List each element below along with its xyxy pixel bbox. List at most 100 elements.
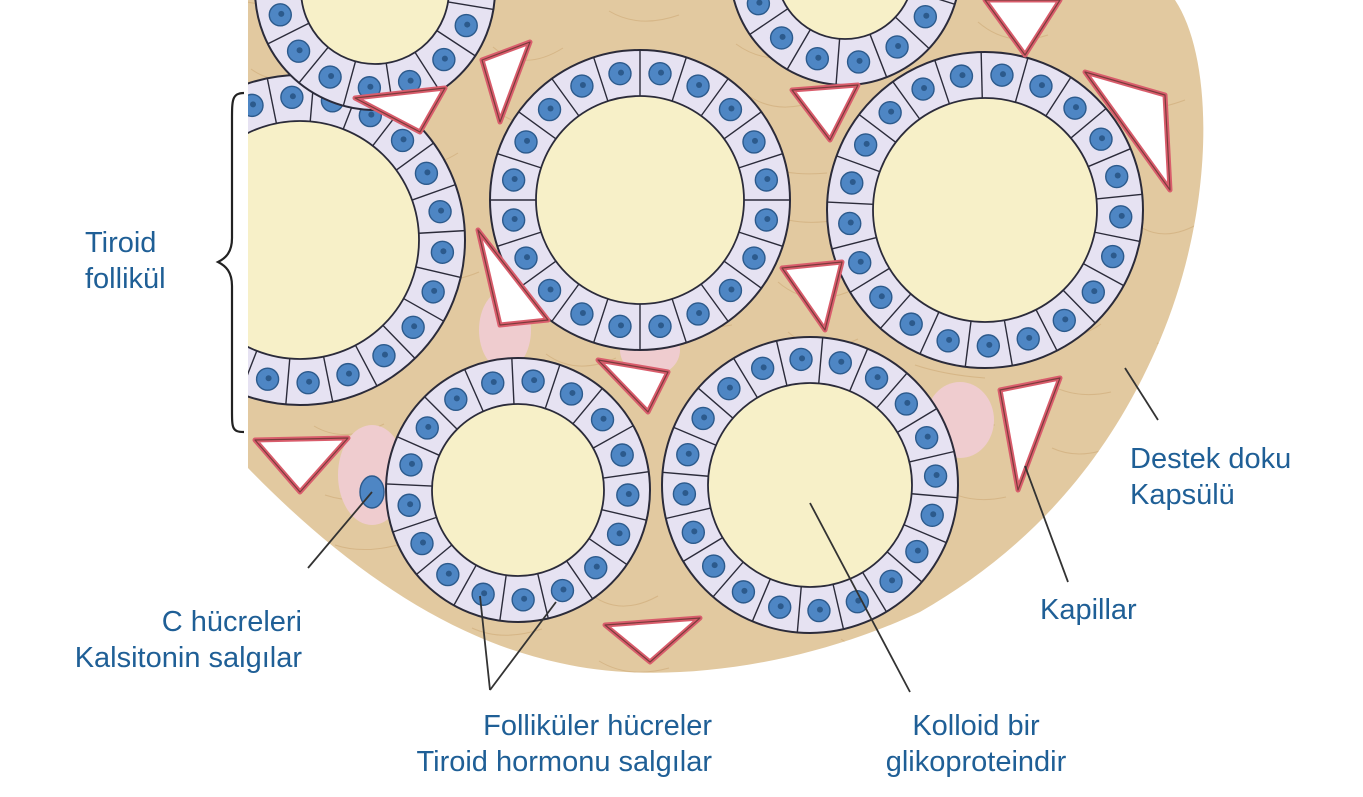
nucleolus	[1091, 288, 1097, 294]
nucleolus	[617, 530, 623, 536]
nucleolus	[817, 607, 823, 613]
nucleolus	[346, 371, 352, 377]
nucleolus	[1062, 316, 1068, 322]
nucleolus	[904, 400, 910, 406]
tissue-fiber	[1073, 562, 1143, 579]
cell-nucleus	[176, 142, 198, 164]
nucleolus	[925, 434, 931, 440]
nucleolus	[915, 548, 921, 554]
label-tiroid-follikul: Tiroid follikül	[85, 225, 166, 297]
cell-nucleus	[205, 113, 227, 135]
nucleolus	[531, 377, 537, 383]
nucleolus	[278, 11, 284, 17]
nucleolus	[909, 320, 915, 326]
nucleolus	[618, 70, 624, 76]
nucleolus	[454, 395, 460, 401]
nucleolus	[691, 528, 697, 534]
tissue-fiber	[346, 614, 416, 625]
nucleolus	[185, 149, 191, 155]
nucleolus	[548, 286, 554, 292]
nucleolus	[580, 310, 586, 316]
nucleolus	[752, 254, 758, 260]
nucleolus	[1000, 71, 1006, 77]
nucleolus	[1115, 173, 1121, 179]
label-c-line2: Kalsitonin salgılar	[0, 640, 302, 676]
nucleolus	[1111, 253, 1117, 259]
label-tiroid-line2: follikül	[85, 261, 166, 297]
nucleolus	[601, 416, 607, 422]
tissue-fiber	[841, 639, 911, 653]
colloid	[536, 96, 744, 304]
nucleolus	[1119, 213, 1125, 219]
nucleolus	[848, 219, 854, 225]
nucleolus	[626, 491, 632, 497]
nucleolus	[440, 248, 446, 254]
nucleolus	[986, 342, 992, 348]
nucleolus	[290, 93, 296, 99]
nucleolus	[761, 364, 767, 370]
colloid	[181, 121, 419, 359]
nucleolus	[712, 562, 718, 568]
nucleolus	[580, 82, 586, 88]
tissue-fiber	[356, 662, 426, 675]
nucleolus	[424, 169, 430, 175]
tissue-fiber	[1210, 648, 1280, 655]
tissue-fiber	[1062, 498, 1132, 511]
label-kolloid-line2: glikoproteindir	[845, 744, 1107, 780]
nucleolus	[524, 254, 530, 260]
nucleolus	[850, 179, 856, 185]
nucleolus	[367, 84, 373, 90]
nucleolus	[858, 259, 864, 265]
cell-nucleus	[186, 329, 208, 351]
nucleolus	[946, 337, 952, 343]
nucleolus	[778, 603, 784, 609]
nucleolus	[409, 461, 415, 467]
nucleolus	[431, 288, 437, 294]
label-kapillar-line1: Kapillar	[1040, 592, 1137, 628]
label-kolloid-line1: Kolloid bir	[845, 708, 1107, 744]
nucleolus	[923, 13, 929, 19]
nucleolus	[165, 184, 171, 190]
nucleolus	[696, 82, 702, 88]
nucleolus	[959, 72, 965, 78]
nucleolus	[548, 106, 554, 112]
label-kapillar: Kapillar	[1040, 592, 1137, 628]
tissue-fiber	[1189, 529, 1259, 540]
nucleolus	[560, 587, 566, 593]
nucleolus	[682, 490, 688, 496]
nucleolus	[411, 323, 417, 329]
tissue-fiber	[957, 603, 1027, 616]
nucleolus	[752, 138, 758, 144]
label-destek-line2: Kapsülü	[1130, 477, 1291, 513]
tissue-fiber	[1157, 338, 1227, 349]
nucleolus	[569, 390, 575, 396]
tissue-fiber	[1199, 576, 1269, 589]
nucleolus	[328, 73, 334, 79]
label-tiroid-line1: Tiroid	[85, 225, 166, 261]
nucleolus	[857, 58, 863, 64]
nucleolus	[512, 216, 518, 222]
cell-boundary	[139, 203, 184, 213]
label-c-hucreleri: C hücreleri Kalsitonin salgılar	[0, 604, 302, 676]
nucleolus	[728, 106, 734, 112]
tissue-fiber	[1168, 410, 1238, 425]
nucleolus	[895, 43, 901, 49]
nucleolus	[266, 375, 272, 381]
nucleolus	[521, 596, 527, 602]
nucleolus	[524, 138, 530, 144]
nucleolus	[658, 70, 664, 76]
nucleolus	[491, 379, 497, 385]
follicle-bracket	[218, 93, 244, 432]
cell-boundary	[166, 310, 203, 337]
nucleolus	[512, 176, 518, 182]
nucleolus	[407, 501, 413, 507]
nucleolus	[875, 374, 881, 380]
nucleolus	[250, 101, 256, 107]
tissue-fiber	[725, 675, 795, 683]
nucleolus	[921, 85, 927, 91]
nucleolus	[172, 303, 178, 309]
nucleolus	[446, 571, 452, 577]
cell-nucleus	[156, 177, 178, 199]
label-folikuler-line2: Tiroid hormonu salgılar	[300, 744, 712, 780]
